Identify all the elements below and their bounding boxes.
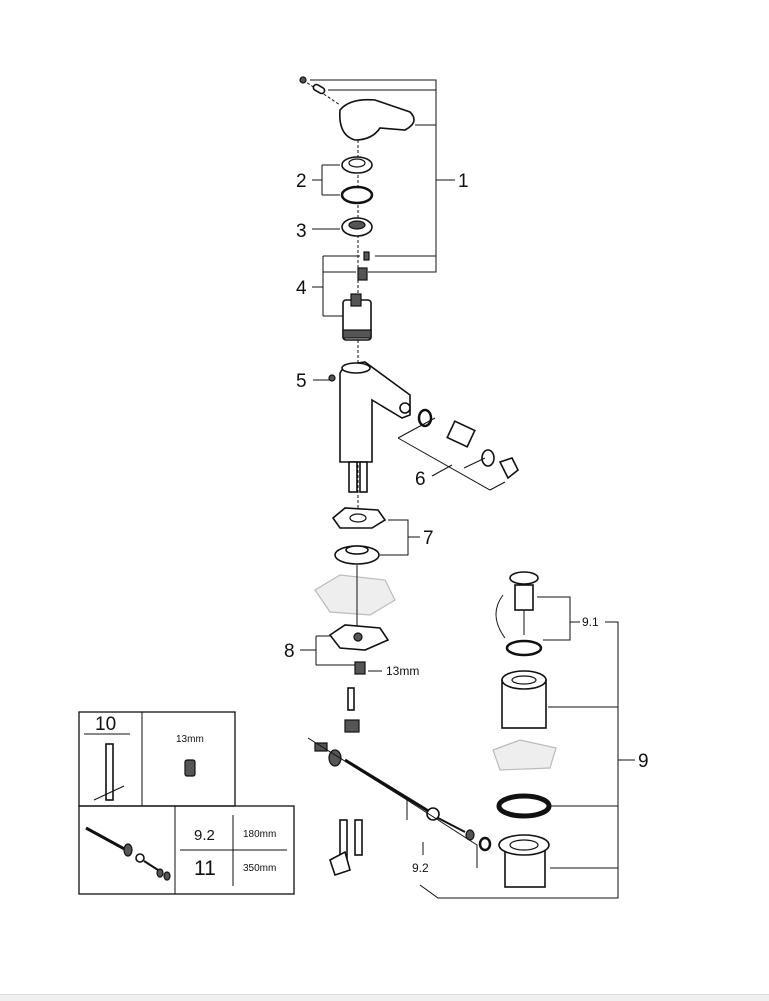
callout-8-size: 13mm [386,664,419,678]
callout-1: 1 [458,171,469,192]
part-nut [341,217,373,237]
nut-icon [184,759,196,777]
page-bottom-edge [0,994,769,1001]
part-popup-rod [314,687,492,852]
row-length-180: 180mm [243,829,276,840]
part-waste-set [492,571,557,888]
leader-lines [300,79,635,899]
part-base-plate [331,507,387,565]
callout-2: 2 [296,171,307,192]
part-supply-hoses [329,819,363,877]
callout-3: 3 [296,221,307,242]
part-fixing-set [328,565,390,675]
row-part-11: 11 [194,857,216,880]
part-cap-and-oring [340,156,374,205]
callout-5: 5 [296,371,307,392]
row-length-350: 350mm [243,863,276,874]
callout-9: 9 [638,751,649,772]
tool-number: 10 [95,714,116,735]
callout-9-2: 9.2 [412,861,429,875]
part-handle [299,76,415,141]
part-faucet-body [323,361,411,493]
countertop-ghost [314,574,396,616]
tool-size: 13mm [176,734,204,745]
part-cartridge [342,251,372,341]
row-part-9-2: 9.2 [194,827,215,844]
part-aerator-set [417,408,520,480]
legend-table: 10 13mm 9.2 180mm 11 350mm [78,711,295,895]
callout-8: 8 [284,641,295,662]
callout-4: 4 [296,278,307,299]
callout-9-1: 9.1 [582,615,599,629]
callout-7: 7 [423,528,434,549]
callout-6: 6 [415,469,426,490]
rod-icon [85,826,171,881]
tool-key-icon [93,743,125,801]
